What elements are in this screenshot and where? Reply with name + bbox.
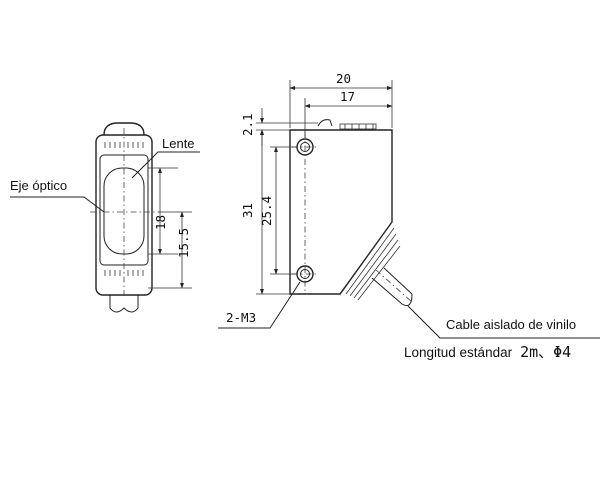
side-view: 20 17 2.1 31 25.4 2-M3 Cable aislado de … (218, 71, 600, 361)
label-lente: Lente (162, 136, 195, 151)
dim-lens-height: 18 (153, 215, 168, 230)
front-view-top-cap (103, 122, 145, 136)
label-eje-optico: Eje óptico (10, 178, 67, 193)
front-view-bottom-ticks (104, 270, 144, 276)
dim-inner-width: 17 (340, 89, 355, 104)
dim-top-offset: 2.1 (240, 113, 255, 136)
side-view-top-ridge (339, 123, 377, 130)
front-view: 18 15.5 Lente Eje óptico (10, 122, 200, 313)
side-view-cable-end (401, 293, 413, 307)
side-view-cable (371, 267, 413, 305)
side-view-bevel-grooves (341, 221, 401, 301)
label-standard-length-prefix: Longitud estándar (404, 345, 513, 360)
label-screw: 2-M3 (226, 310, 256, 325)
dim-axis-height: 15.5 (176, 228, 191, 258)
leader-eje-optico (10, 196, 105, 213)
side-view-top-ticks (344, 124, 374, 129)
dim-total-width: 20 (336, 71, 351, 86)
leader-screw (218, 281, 301, 329)
label-standard-length-value: 2m、Φ4 (520, 343, 571, 361)
label-standard-length: Longitud estándar 2m、Φ4 (404, 343, 571, 361)
front-view-top-ticks (104, 142, 144, 148)
front-view-cable (109, 295, 139, 313)
leader-lente (131, 151, 200, 179)
label-cable: Cable aislado de vinilo (446, 317, 576, 332)
dim-hole-spacing: 25.4 (259, 196, 274, 226)
dim-height: 31 (240, 203, 255, 218)
side-view-protrusion (317, 119, 333, 127)
leader-cable (407, 305, 600, 339)
